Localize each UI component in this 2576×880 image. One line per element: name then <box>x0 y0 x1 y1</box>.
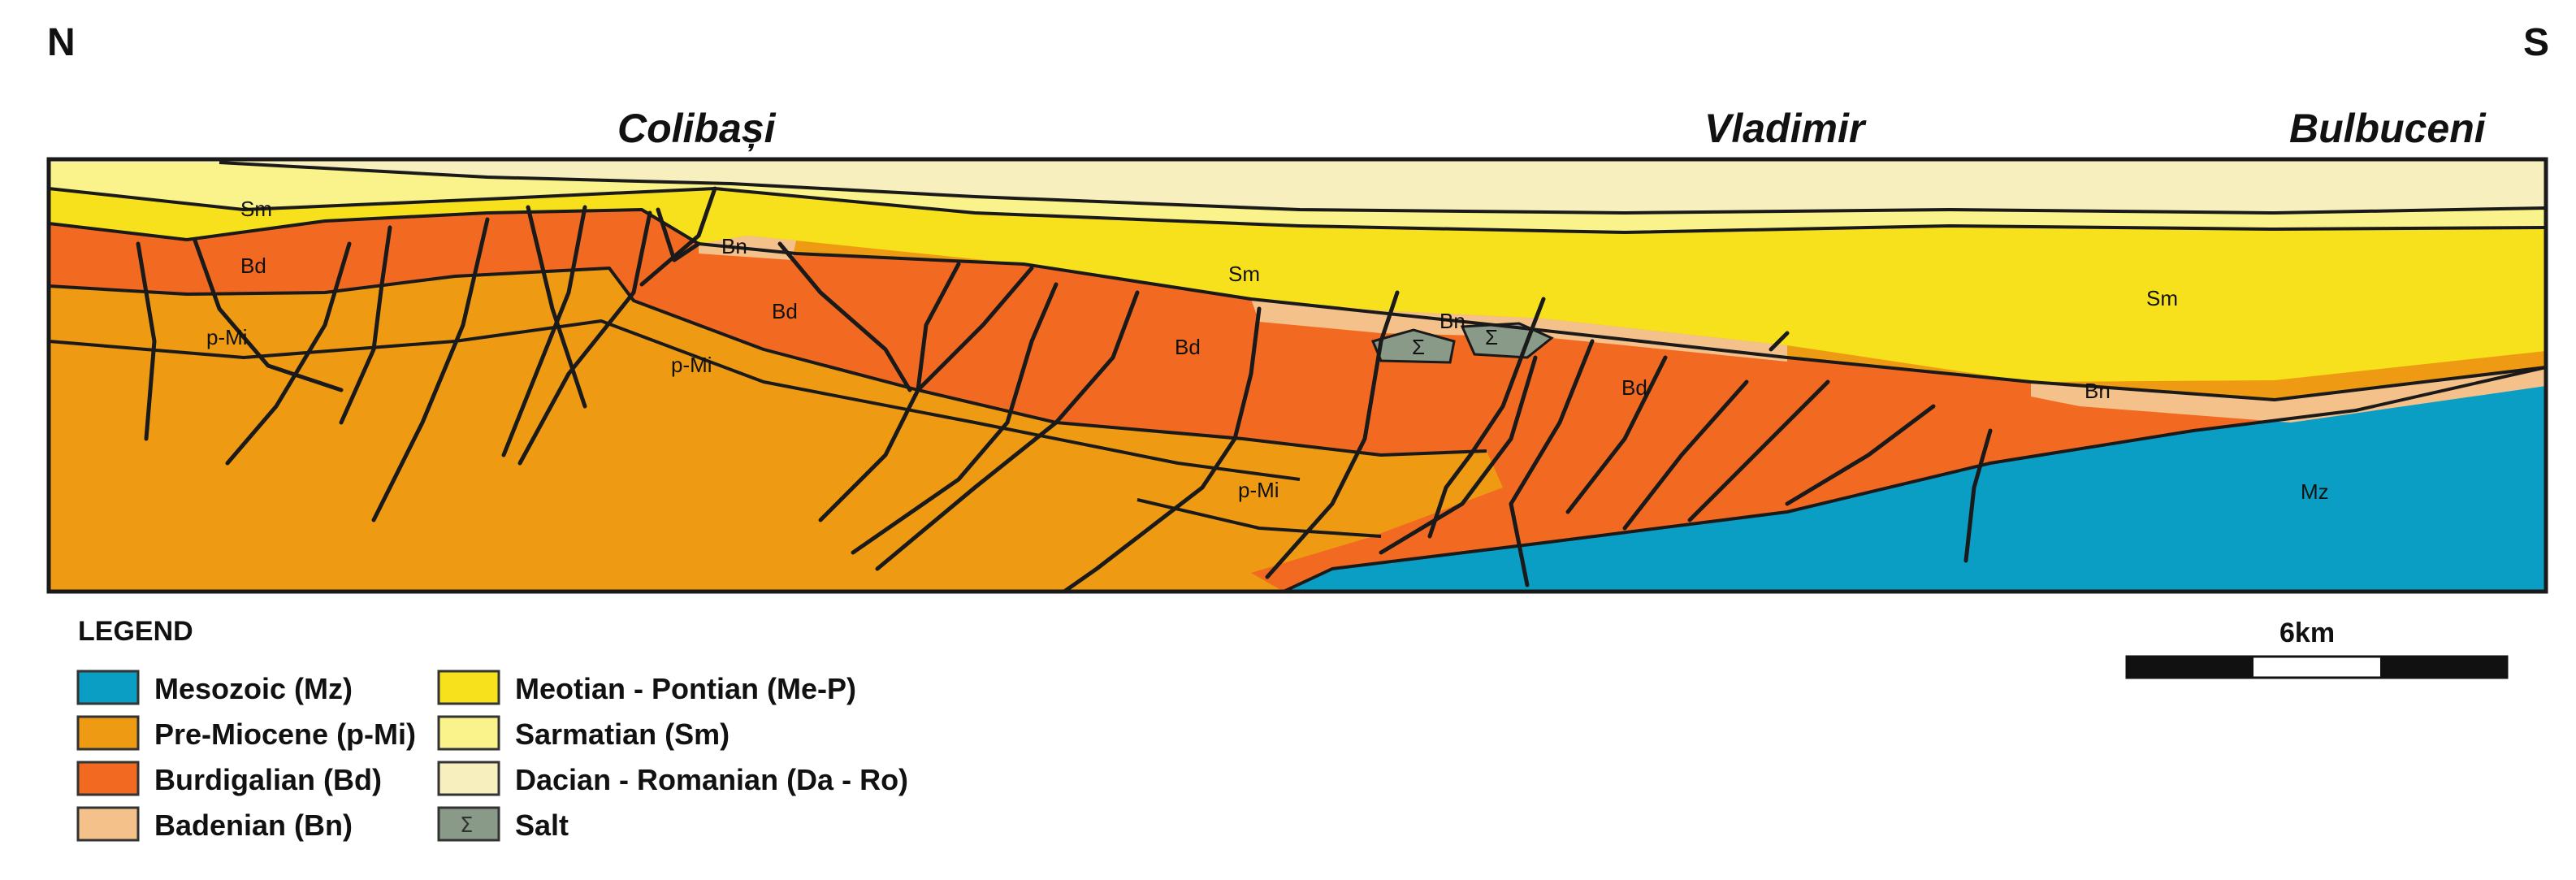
section-unit-labels: Sm Bd p-Mi Bn Bd p-Mi Sm Bd p-Mi Bn Σ Σ … <box>206 197 2329 504</box>
legend-swatch <box>437 715 500 751</box>
boundary-mesozoic-top <box>1283 366 2547 593</box>
boundary-pre-miocene-2 <box>1136 498 1382 538</box>
salt-icon: Σ <box>460 813 473 838</box>
unit-burdigalian-left <box>49 210 699 294</box>
unit-meotian-pontian <box>49 189 2546 382</box>
label-bn-right: Bn <box>2085 379 2111 403</box>
unit-dacian-romanian <box>49 159 2546 213</box>
unit-mesozoic <box>1284 367 2546 592</box>
scale-bar-segment-3 <box>2380 657 2507 678</box>
scale-bar-label: 6km <box>2279 618 2335 648</box>
unit-sarmatian <box>49 163 2546 232</box>
legend-label: Meotian - Pontian (Me-P) <box>515 672 856 705</box>
scale-bar-segment-1 <box>2127 657 2253 678</box>
legend: LEGEND Mesozoic (Mz) Pre-Miocene (p-Mi) … <box>76 616 908 842</box>
legend-item-meotian-pontian: Meotian - Pontian (Me-P) <box>437 670 856 705</box>
legend-label: Badenian (Bn) <box>154 808 353 842</box>
legend-title: LEGEND <box>78 616 193 647</box>
boundary-meotian-base <box>48 208 2547 401</box>
label-bd-vladimir: Bd <box>1621 375 1647 400</box>
salt-icon-2: Σ <box>1485 325 1498 349</box>
label-pmi-left: p-Mi <box>206 325 248 349</box>
legend-swatch <box>76 670 140 705</box>
label-bd-left: Bd <box>240 254 266 278</box>
legend-item-pre-miocene: Pre-Miocene (p-Mi) <box>76 715 416 751</box>
legend-swatch <box>76 761 140 796</box>
locality-bulbuceni: Bulbuceni <box>2289 106 2487 151</box>
legend-label: Mesozoic (Mz) <box>154 672 353 705</box>
section-frame <box>46 157 2548 594</box>
faults <box>136 186 1993 594</box>
label-sm-center: Sm <box>1228 262 1260 286</box>
legend-swatch <box>437 761 500 796</box>
legend-label: Salt <box>515 808 569 842</box>
section-body <box>46 157 2548 594</box>
legend-item-burdigalian: Burdigalian (Bd) <box>76 761 382 796</box>
boundary-sarmatian-base <box>48 187 2547 234</box>
legend-label: Burdigalian (Bd) <box>154 763 382 796</box>
locality-colibasi: Colibași <box>617 106 777 151</box>
label-sm-right: Sm <box>2146 286 2178 310</box>
unit-badenian-right <box>2031 367 2546 423</box>
label-mz: Mz <box>2301 479 2329 504</box>
boundary-burdigalian-base <box>48 267 1487 457</box>
legend-swatch <box>76 715 140 751</box>
label-bd-center: Bd <box>772 299 798 323</box>
north-label: N <box>47 21 76 64</box>
legend-swatch <box>437 670 500 705</box>
legend-label: Dacian - Romanian (Da - Ro) <box>515 763 908 796</box>
label-sm-left: Sm <box>240 197 272 221</box>
legend-label: Sarmatian (Sm) <box>515 717 730 751</box>
boundary-pre-miocene-1 <box>48 319 1301 481</box>
legend-swatch <box>76 806 140 842</box>
label-bn-small: Bn <box>721 234 747 258</box>
legend-item-dacian-romanian: Dacian - Romanian (Da - Ro) <box>437 761 908 796</box>
south-label: S <box>2523 21 2549 64</box>
scale-bar: 6km <box>2125 618 2509 679</box>
legend-swatch <box>437 806 500 842</box>
salt-icon-1: Σ <box>1412 335 1425 359</box>
label-bn-vladimir: Bn <box>1440 309 1466 333</box>
legend-item-mesozoic: Mesozoic (Mz) <box>76 670 353 705</box>
legend-item-badenian: Badenian (Bn) <box>76 806 353 842</box>
legend-item-sarmatian: Sarmatian (Sm) <box>437 715 730 751</box>
label-bd-mid: Bd <box>1175 335 1201 359</box>
boundary-dacian-base <box>219 161 2547 215</box>
label-pmi-center: p-Mi <box>671 353 712 377</box>
locality-vladimir: Vladimir <box>1704 106 1867 151</box>
unit-burdigalian-main <box>609 244 2546 592</box>
label-pmi-mid: p-Mi <box>1238 478 1279 502</box>
legend-item-salt: Σ Salt <box>437 806 569 842</box>
legend-label: Pre-Miocene (p-Mi) <box>154 717 416 751</box>
